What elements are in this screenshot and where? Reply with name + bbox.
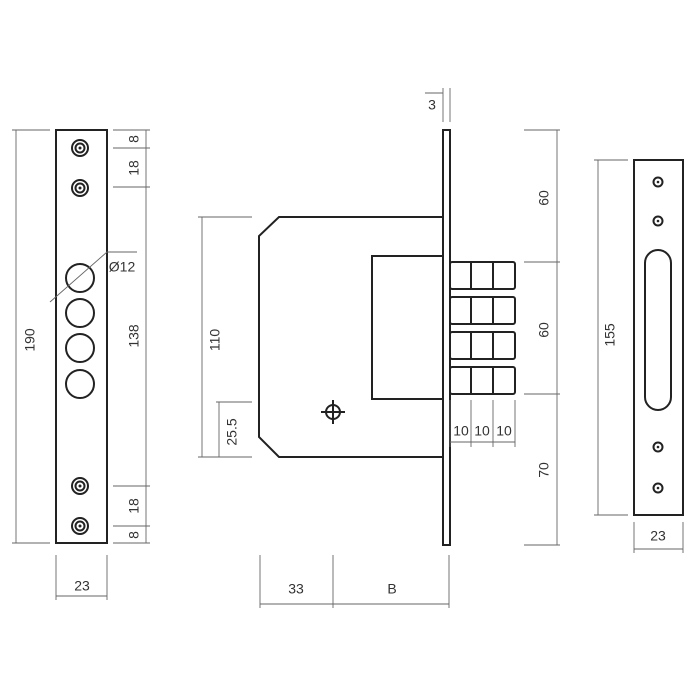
cylinder-cross-icon bbox=[321, 400, 345, 424]
bolt-hole bbox=[65, 263, 95, 293]
backset-label: 33 bbox=[288, 581, 304, 597]
screw-icon bbox=[71, 517, 89, 535]
bolt bbox=[449, 366, 516, 395]
bolt bbox=[449, 261, 516, 290]
screw-icon bbox=[71, 477, 89, 495]
screw-icon bbox=[652, 176, 664, 188]
front-plate-outline bbox=[55, 129, 108, 544]
bolt-hole bbox=[65, 369, 95, 399]
cylinder-offset-label: 25.5 bbox=[224, 418, 240, 445]
bolt-slot bbox=[644, 249, 672, 411]
depth-label: B bbox=[387, 581, 396, 597]
strike-plate-outline bbox=[633, 159, 684, 516]
lock-body: 3 110 25.5 60 60 70 10 10 10 33 B bbox=[198, 88, 560, 608]
bottom-offset-label: 8 bbox=[126, 531, 142, 539]
bolt-step-label: 10 bbox=[474, 423, 490, 439]
bolt-zone-label: 60 bbox=[536, 322, 552, 338]
screw-icon bbox=[652, 441, 664, 453]
front-plate: Ø12 190 8 18 138 18 8 23 bbox=[12, 129, 150, 600]
strike-height-label: 155 bbox=[602, 323, 618, 347]
upper-label: 60 bbox=[536, 190, 552, 206]
screw-icon bbox=[71, 139, 89, 157]
strike-width-label: 23 bbox=[650, 528, 666, 544]
bolt-carrier bbox=[371, 255, 443, 400]
plate-thickness-label: 3 bbox=[428, 97, 436, 113]
bolt-step-label: 10 bbox=[453, 423, 469, 439]
screw-icon bbox=[652, 482, 664, 494]
height-label: 190 bbox=[22, 328, 38, 352]
top-spacing-label: 18 bbox=[126, 160, 142, 176]
bolts bbox=[449, 261, 516, 395]
bottom-spacing-label: 18 bbox=[126, 498, 142, 514]
hole-diameter-label: Ø12 bbox=[109, 259, 136, 275]
right-dimension-chain bbox=[113, 129, 150, 544]
hole-leader-line bbox=[49, 251, 137, 303]
width-label: 23 bbox=[74, 578, 90, 594]
strike-plate: 155 23 bbox=[594, 159, 684, 553]
bolt bbox=[449, 331, 516, 360]
bolt bbox=[449, 296, 516, 325]
screw-icon bbox=[71, 179, 89, 197]
top-offset-label: 8 bbox=[126, 135, 142, 143]
middle-label: 138 bbox=[126, 324, 142, 348]
screw-icon bbox=[652, 215, 664, 227]
bolt-hole bbox=[65, 298, 95, 328]
faceplate bbox=[442, 129, 451, 546]
bolt-hole bbox=[65, 333, 95, 363]
case-outline bbox=[258, 216, 443, 458]
lower-label: 70 bbox=[536, 462, 552, 478]
bolt-step-label: 10 bbox=[496, 423, 512, 439]
body-height-label: 110 bbox=[207, 329, 223, 352]
